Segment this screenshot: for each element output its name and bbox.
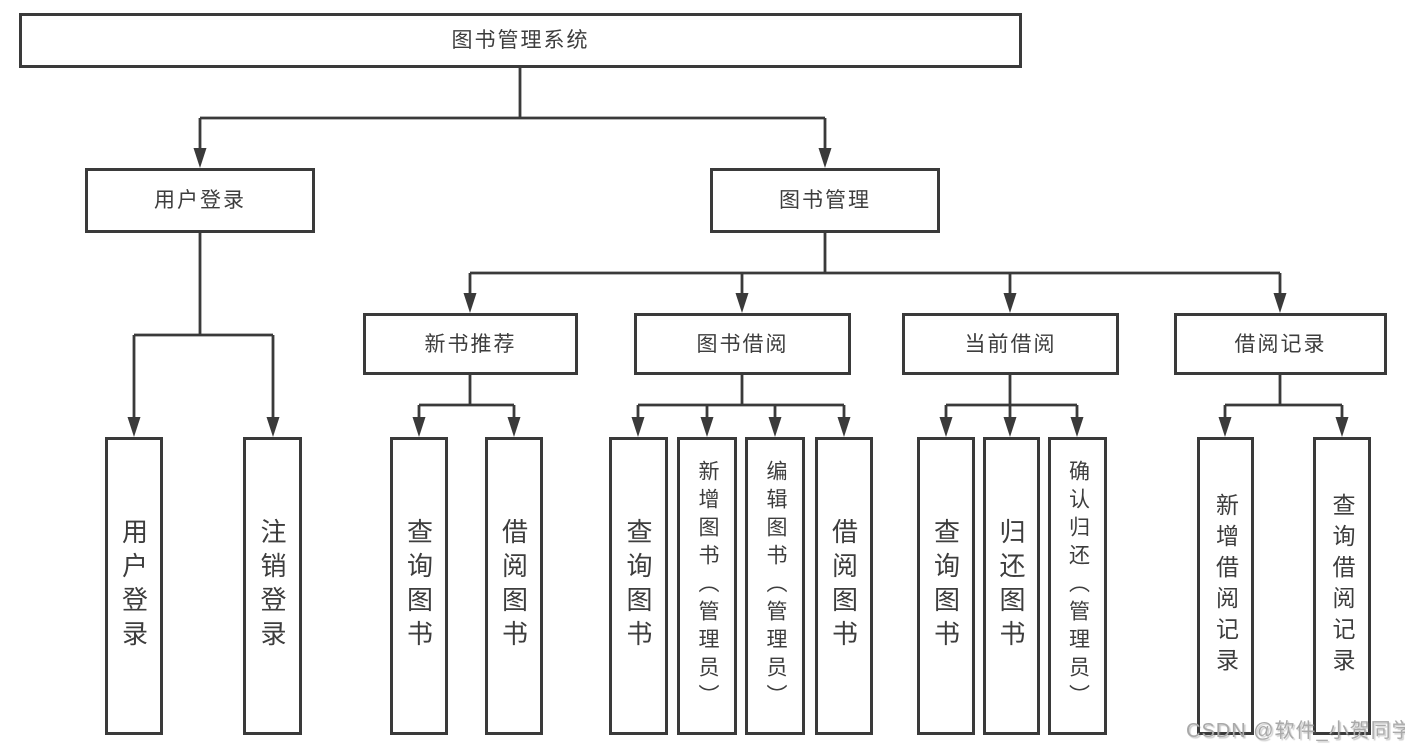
node-new-book-recommend-label: 新书推荐 xyxy=(424,332,517,356)
node-new-book-recommend: 新书推荐 xyxy=(363,313,578,375)
leaf-user-login-label: 用户登录 xyxy=(118,518,149,654)
leaf-return-books-label: 归还图书 xyxy=(996,518,1026,654)
node-book-management-label: 图书管理 xyxy=(779,189,871,212)
leaf-add-book-admin-label: 新增图书（管理员） xyxy=(696,460,719,712)
node-book-borrow: 图书借阅 xyxy=(634,313,851,375)
leaf-search-borrow-record-label: 查询借阅记录 xyxy=(1329,493,1355,679)
leaf-search-borrow-record: 查询借阅记录 xyxy=(1313,437,1371,735)
leaf-add-book-admin: 新增图书（管理员） xyxy=(677,437,737,735)
leaf-logout-label: 注销登录 xyxy=(257,518,287,654)
leaf-user-login: 用户登录 xyxy=(105,437,163,735)
leaf-borrow-books-borrow-label: 借阅图书 xyxy=(828,518,859,654)
node-borrow-records: 借阅记录 xyxy=(1174,313,1387,375)
connector-user-login-branch xyxy=(127,233,280,437)
leaf-add-borrow-record: 新增借阅记录 xyxy=(1197,437,1254,735)
leaf-search-books-current: 查询图书 xyxy=(917,437,975,735)
node-book-management: 图书管理 xyxy=(710,168,940,233)
leaf-logout: 注销登录 xyxy=(243,437,302,735)
connector-book-management-branch xyxy=(463,233,1287,313)
leaf-edit-book-admin-label: 编辑图书（管理员） xyxy=(764,460,787,712)
node-user-login-label: 用户登录 xyxy=(154,189,246,212)
connector-current-borrow xyxy=(939,375,1084,437)
leaf-borrow-books-recommend: 借阅图书 xyxy=(485,437,543,735)
node-root: 图书管理系统 xyxy=(19,13,1022,68)
leaf-edit-book-admin: 编辑图书（管理员） xyxy=(745,437,805,735)
connector-borrow-records xyxy=(1218,375,1349,437)
leaf-search-books-borrow: 查询图书 xyxy=(609,437,668,735)
node-root-label: 图书管理系统 xyxy=(451,29,590,52)
node-current-borrow-label: 当前借阅 xyxy=(964,332,1057,356)
leaf-borrow-books-borrow: 借阅图书 xyxy=(815,437,873,735)
leaf-search-books-recommend-label: 查询图书 xyxy=(403,518,434,654)
leaf-search-books-recommend: 查询图书 xyxy=(390,437,448,735)
csdn-watermark: CSDN @软件_小贺同学 xyxy=(1186,720,1405,742)
leaf-confirm-return-admin: 确认归还（管理员） xyxy=(1048,437,1107,735)
node-user-login: 用户登录 xyxy=(85,168,315,233)
leaf-borrow-books-recommend-label: 借阅图书 xyxy=(498,518,529,654)
leaf-return-books: 归还图书 xyxy=(983,437,1040,735)
leaf-confirm-return-admin-label: 确认归还（管理员） xyxy=(1066,460,1090,712)
leaf-add-borrow-record-label: 新增借阅记录 xyxy=(1212,493,1239,679)
leaf-search-books-borrow-label: 查询图书 xyxy=(623,518,653,654)
node-current-borrow: 当前借阅 xyxy=(902,313,1119,375)
node-borrow-records-label: 借阅记录 xyxy=(1234,332,1327,356)
leaf-search-books-current-label: 查询图书 xyxy=(930,518,961,654)
connector-root-to-branches xyxy=(193,68,832,168)
connector-book-borrow xyxy=(631,375,851,437)
connector-new-book-recommend xyxy=(412,375,521,437)
node-book-borrow-label: 图书借阅 xyxy=(696,332,789,356)
